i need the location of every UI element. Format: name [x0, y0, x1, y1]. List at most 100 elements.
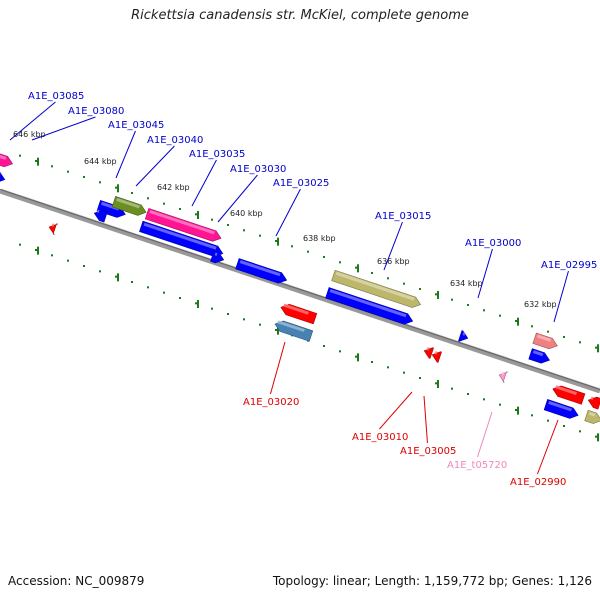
map-title: Rickettsia canadensis str. McKiel, compl…: [131, 8, 469, 23]
tick-top-dot: [307, 250, 309, 253]
leader-line: [379, 391, 413, 430]
tick-bottom-dot: [403, 371, 405, 374]
tick-top-dot: [275, 240, 277, 242]
leader-line: [477, 411, 493, 458]
gene-A1E_03015-b: [325, 287, 414, 325]
gene-label: A1E_03005: [400, 446, 456, 457]
gene-label: A1E_03000: [465, 238, 521, 249]
gene-label: A1E_03020: [243, 397, 299, 408]
tick-top-dot: [147, 197, 149, 200]
gene-label: A1E_03025: [273, 178, 329, 189]
tick-top-dot: [483, 309, 485, 312]
gene-features: [0, 152, 600, 424]
tick-top-dot: [179, 208, 181, 210]
gene-A1E_03025: [235, 258, 288, 284]
gene-A1E_t05720: [498, 371, 509, 384]
tick-bottom-dot: [35, 249, 37, 251]
tick-top-dot: [163, 202, 165, 205]
scale-label: 640 kbp: [230, 209, 263, 218]
tick-bottom-dot: [323, 345, 325, 347]
genome-backbone: [0, 188, 600, 394]
tick-bottom-dot: [419, 377, 421, 379]
tick-top-dot: [579, 341, 581, 344]
tick-bottom-dot: [563, 425, 565, 427]
gene-label: A1E_02995: [541, 260, 597, 271]
tick-bottom-dot: [355, 355, 357, 358]
gene-A1E_03020-b: [280, 303, 318, 325]
scale-label: 632 kbp: [524, 300, 557, 309]
scale-label: 644 kbp: [84, 157, 117, 166]
gene-A1E_03005: [431, 351, 442, 363]
gene-label: A1E_03045: [108, 120, 164, 131]
gene-extra-khaki: [584, 409, 600, 424]
gene-A1E_03015: [331, 269, 422, 308]
gene-label: A1E_03010: [352, 432, 408, 443]
scale-label: 634 kbp: [450, 279, 483, 288]
tick-bottom-dot: [547, 419, 549, 422]
tick-top-dot: [51, 165, 53, 168]
leader-line: [553, 270, 569, 323]
tick-bottom-dot: [131, 281, 133, 283]
tick-top-dot: [243, 229, 245, 232]
tick-top-dot: [515, 320, 517, 322]
tick-top-dot: [595, 346, 597, 349]
scale-ticks-top: [19, 154, 599, 353]
genome-backbone-edge: [0, 189, 600, 390]
tick-top-dot: [451, 298, 453, 301]
gene-label: A1E_03015: [375, 211, 431, 222]
tick-bottom-dot: [483, 398, 485, 401]
tick-bottom-dot: [211, 307, 213, 310]
gene-A1E_03045-b: [93, 209, 108, 223]
tick-top-dot: [403, 282, 405, 285]
tick-top-dot: [339, 261, 341, 264]
gene-A1E_03030-b: [210, 250, 225, 264]
tick-bottom-dot: [259, 323, 261, 326]
tick-bottom-dot: [227, 313, 229, 315]
tick-top-dot: [35, 160, 37, 162]
tick-bottom-dot: [451, 387, 453, 390]
gene-label: A1E_03030: [230, 164, 286, 175]
tick-bottom-dot: [531, 414, 533, 417]
gene-A1E_03035: [144, 208, 222, 242]
tick-top-dot: [67, 170, 69, 173]
gene-A1E_02995: [532, 332, 558, 350]
gene-A1E_03040: [111, 196, 147, 216]
gene-label: A1E_03085: [28, 91, 84, 102]
topology-text: Topology: linear; Length: 1,159,772 bp; …: [272, 574, 592, 588]
leader-line: [191, 159, 217, 207]
leader-line: [115, 130, 136, 179]
gene-A1E_03020: [274, 320, 314, 342]
gene-labels: A1E_03085A1E_03080A1E_03045A1E_03040A1E_…: [28, 91, 597, 488]
tick-bottom-dot: [19, 243, 21, 246]
tick-bottom-dot: [115, 275, 117, 278]
tick-top-dot: [115, 186, 117, 189]
gene-A1E_03080: [0, 152, 13, 168]
tick-top-dot: [531, 325, 533, 328]
scale-label: 638 kbp: [303, 234, 336, 243]
label-leaders: [9, 101, 569, 475]
gene-label: A1E_03040: [147, 135, 203, 146]
tick-bottom-dot: [67, 259, 69, 262]
tick-bottom-dot: [83, 265, 85, 267]
scale-label: 642 kbp: [157, 183, 190, 192]
tick-bottom-dot: [339, 350, 341, 353]
leader-line: [275, 188, 301, 237]
leader-line: [423, 395, 428, 444]
gene-A1E_02990-b: [543, 399, 579, 419]
tick-bottom-dot: [387, 366, 389, 369]
tick-top-dot: [371, 272, 373, 274]
tick-bottom-dot: [467, 393, 469, 395]
gene-A1E_02995-b: [528, 348, 550, 364]
tick-bottom-dot: [579, 430, 581, 433]
tick-top-dot: [259, 234, 261, 237]
tick-top-dot: [355, 266, 357, 269]
tick-top-dot: [563, 336, 565, 338]
gene-A1E_03010: [423, 347, 434, 359]
tick-top-dot: [131, 192, 133, 194]
scale-label: 636 kbp: [377, 257, 410, 266]
tick-top-dot: [467, 304, 469, 306]
tick-bottom-dot: [243, 318, 245, 321]
leader-line: [269, 341, 286, 395]
